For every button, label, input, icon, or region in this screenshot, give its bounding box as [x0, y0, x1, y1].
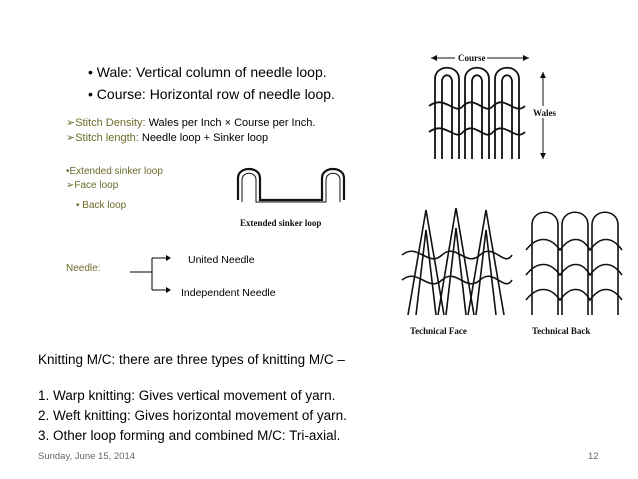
wales-label: Wales	[533, 108, 556, 118]
independent-needle-label: Independent Needle	[181, 287, 276, 299]
knitting-item-other: 3. Other loop forming and combined M/C: …	[38, 428, 341, 443]
needle-label: Needle:	[66, 263, 101, 274]
technical-face-figure: Technical Face	[401, 207, 513, 336]
loop-item-back: • Back loop	[76, 200, 127, 211]
united-needle-label: United Needle	[188, 254, 255, 266]
knitting-intro: Knitting M/C: there are three types of k…	[38, 352, 345, 367]
technical-face-caption: Technical Face	[410, 326, 467, 336]
stitch-length-marker: ➢	[66, 132, 76, 144]
needle-branch-arrows	[130, 255, 171, 293]
course-label: Course	[458, 53, 486, 63]
knitting-item-warp: 1. Warp knitting: Gives vertical movemen…	[38, 388, 336, 403]
course-wales-figure: Course Wales	[428, 51, 565, 159]
wale-definition: • Wale: Vertical column of needle loop.	[88, 64, 327, 80]
stitch-density-label: Stitch Density:	[75, 117, 146, 129]
page-number: 12	[588, 451, 599, 462]
extended-sinker-caption: Extended sinker loop	[240, 218, 321, 228]
course-definition: • Course: Horizontal row of needle loop.	[88, 86, 335, 102]
technical-back-caption: Technical Back	[532, 326, 590, 336]
stitch-density-line: ➢Stitch Density: Wales per Inch × Course…	[66, 116, 315, 129]
stitch-length-line: ➢Stitch length: Needle loop + Sinker loo…	[66, 131, 268, 144]
technical-back-figure: Technical Back	[525, 211, 623, 336]
extended-sinker-loop-figure: Extended sinker loop	[236, 167, 346, 228]
knitting-item-weft: 2. Weft knitting: Gives horizontal movem…	[38, 408, 347, 423]
stitch-density-value: Wales per Inch × Course per Inch.	[145, 117, 316, 129]
stitch-length-value: Needle loop + Sinker loop	[138, 132, 269, 144]
footer-date: Sunday, June 15, 2014	[38, 451, 136, 462]
stitch-length-label: Stitch length:	[75, 132, 139, 144]
loop-item-face: ➢Face loop	[66, 180, 119, 191]
stitch-density-marker: ➢	[66, 117, 76, 129]
loop-item-extended: •Extended sinker loop	[66, 166, 163, 177]
